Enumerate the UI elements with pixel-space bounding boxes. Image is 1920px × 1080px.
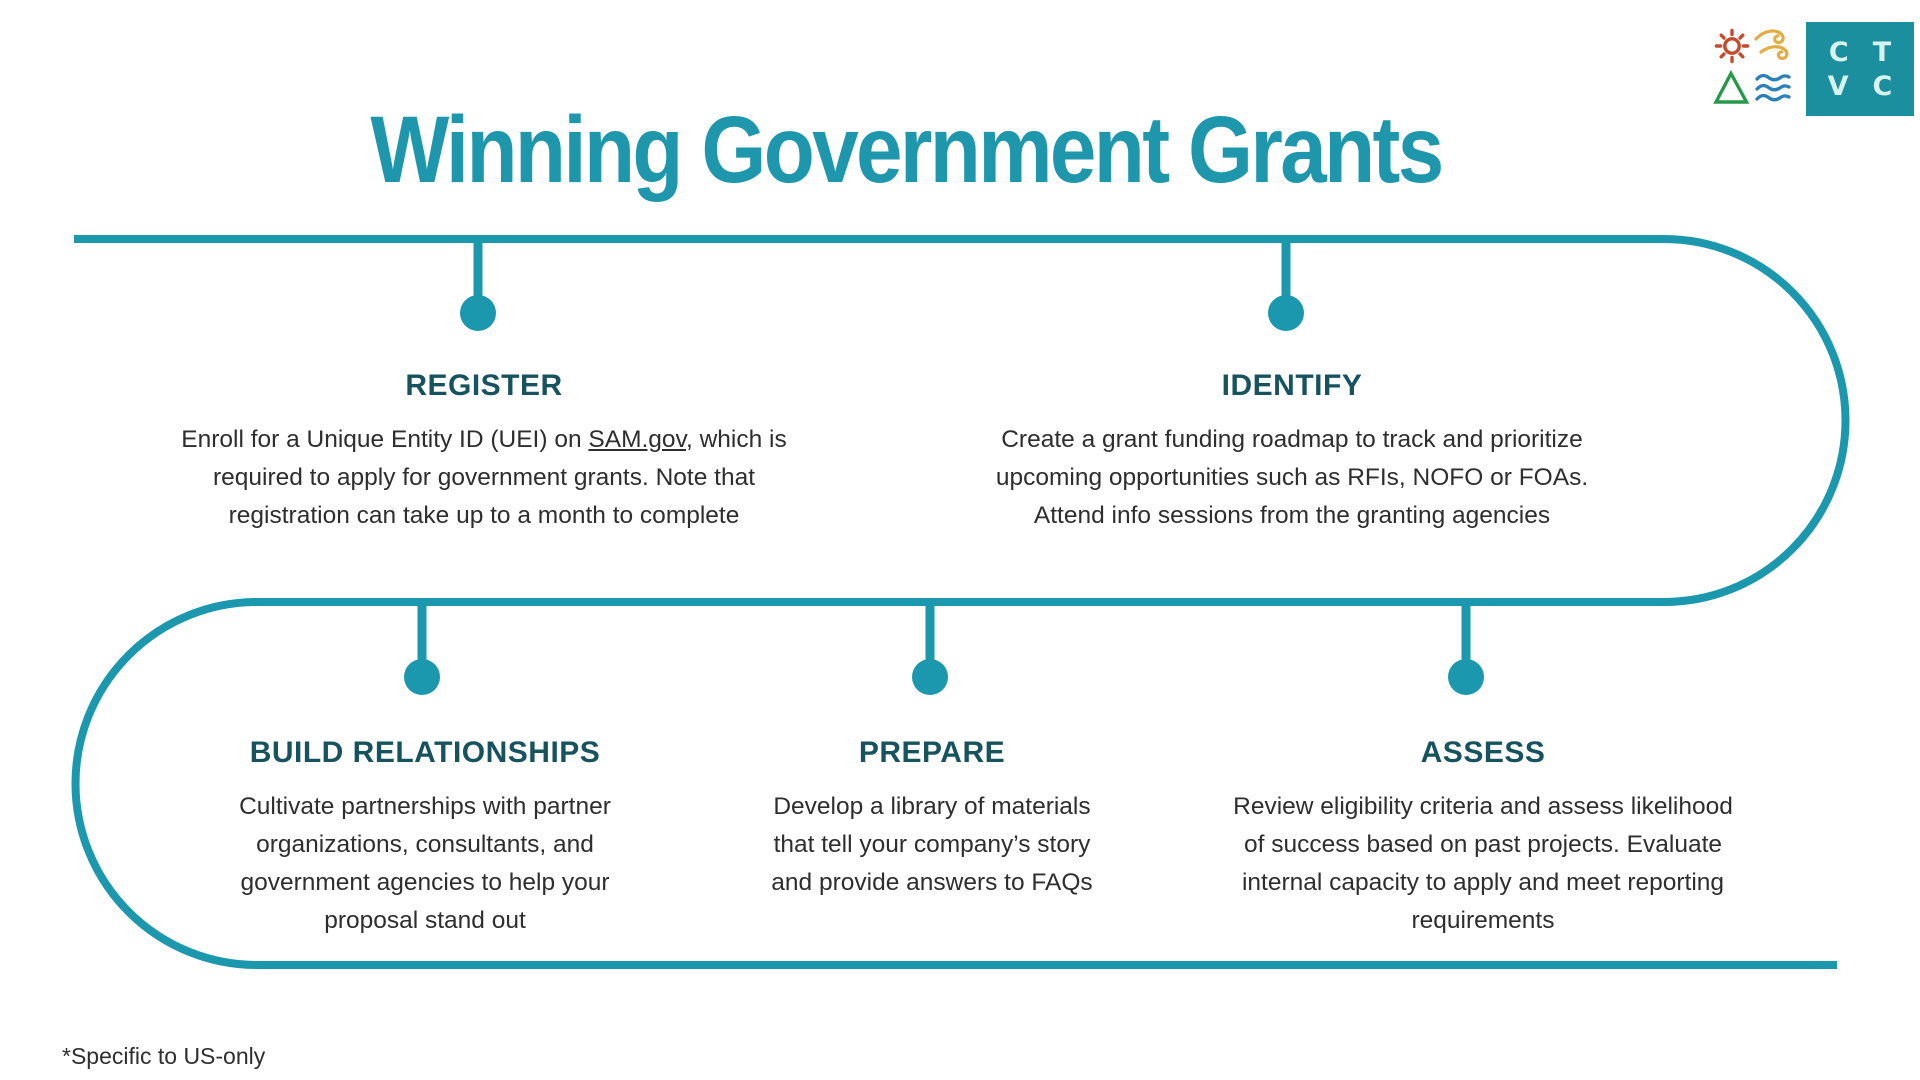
step-register-text-after-link: , which is	[685, 426, 787, 453]
mountain-triangle-icon	[1713, 69, 1750, 104]
ctvc-letter-v: V	[1827, 70, 1849, 102]
step-marker-dot-prepare	[912, 659, 948, 695]
wind-icon	[1754, 29, 1789, 60]
footnote: *Specific to US-only	[62, 1043, 266, 1069]
waves-icon	[1755, 73, 1791, 102]
step-register-body-line3: registration can take up to a month to c…	[228, 502, 740, 529]
timeline-path	[71, 235, 1850, 969]
step-build-relationships: BUILD RELATIONSHIPS Cultivate partnershi…	[195, 735, 655, 940]
step-prepare-body-line2: that tell your company’s story	[773, 831, 1091, 858]
sam-gov-link[interactable]: SAM.gov	[588, 426, 686, 453]
step-identify-body-line3: Attend info sessions from the granting a…	[1033, 502, 1551, 529]
step-register-body-line1: Enroll for a Unique Entity ID (UEI) on S…	[134, 421, 834, 459]
step-identify-body-line2: upcoming opportunities such as RFIs, NOF…	[995, 464, 1589, 491]
step-prepare-body-line1: Develop a library of materials	[773, 793, 1091, 820]
step-register-title: REGISTER	[405, 369, 563, 402]
step-assess-body-line3: internal capacity to apply and meet repo…	[1241, 869, 1725, 896]
step-identify: IDENTIFY Create a grant funding roadmap …	[942, 368, 1642, 535]
step-build-body-line4: proposal stand out	[324, 907, 526, 934]
step-build-body-line1: Cultivate partnerships with partner	[239, 793, 611, 820]
ctvc-letter-c1: C	[1828, 36, 1849, 68]
step-marker-dot-assess	[1448, 659, 1484, 695]
ctvc-letter-t: T	[1872, 36, 1892, 68]
step-assess-body-line1: Review eligibility criteria and assess l…	[1233, 793, 1733, 820]
step-register-body-line2: required to apply for government grants.…	[212, 464, 756, 491]
step-marker-dot-identify	[1268, 295, 1304, 331]
step-identify-title: IDENTIFY	[1221, 369, 1363, 402]
step-identify-body-line1: Create a grant funding roadmap to track …	[1001, 426, 1583, 453]
step-assess: ASSESS Review eligibility criteria and a…	[1183, 735, 1783, 940]
step-prepare: PREPARE Develop a library of materials t…	[732, 735, 1132, 902]
step-build-body-line2: organizations, consultants, and	[256, 831, 594, 858]
ctvc-logo-row-bottom: V C	[1806, 73, 1914, 100]
step-prepare-body-line3: and provide answers to FAQs	[771, 869, 1093, 896]
ctvc-logo-row-top: C T	[1806, 39, 1914, 66]
step-marker-dot-register	[460, 295, 496, 331]
step-assess-title: ASSESS	[1420, 736, 1546, 769]
sun-icon	[1714, 28, 1750, 64]
step-register-text-before-link: Enroll for a Unique Entity ID (UEI) on	[181, 426, 589, 453]
page-title: Winning Government Grants	[370, 96, 1444, 203]
step-register: REGISTER Enroll for a Unique Entity ID (…	[134, 368, 834, 535]
step-build-body-line3: government agencies to help your	[240, 869, 610, 896]
ctvc-letter-c2: C	[1872, 70, 1893, 102]
step-assess-body-line2: of success based on past projects. Evalu…	[1243, 831, 1723, 858]
step-prepare-title: PREPARE	[858, 736, 1006, 769]
step-build-relationships-title: BUILD RELATIONSHIPS	[249, 736, 601, 769]
step-marker-dot-build	[404, 659, 440, 695]
step-marker-stems	[417, 239, 1471, 663]
ctvc-logo: C T V C	[1806, 22, 1914, 116]
step-assess-body-line4: requirements	[1411, 907, 1555, 934]
logo-icon-grid	[1712, 24, 1794, 110]
